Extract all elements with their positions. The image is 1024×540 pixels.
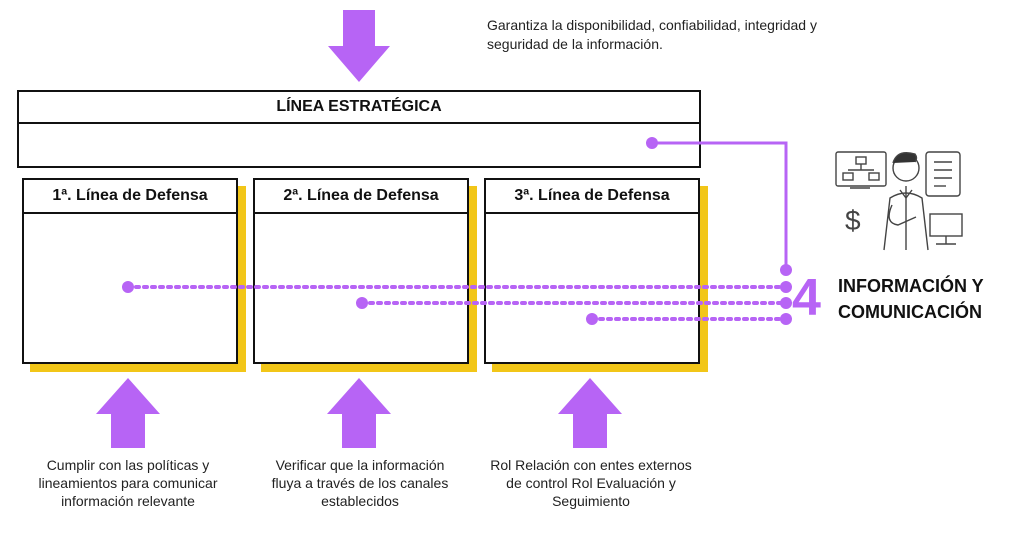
strategic-connector — [652, 141, 788, 270]
second-line-description: Verificar que la información fluya a tra… — [271, 457, 449, 509]
component-label: INFORMACIÓN Y COMUNICACIÓN — [838, 276, 984, 322]
first-line-of-defense: 1ª. Línea de Defensa — [22, 178, 246, 372]
first-line-description: Cumplir con las políticas y lineamientos… — [38, 457, 218, 509]
connector-dot — [780, 264, 792, 276]
line-box: 1ª. Línea de Defensa — [22, 178, 238, 364]
connector-dot — [646, 137, 658, 149]
line-title: 3ª. Línea de Defensa — [486, 180, 698, 214]
up-arrow-icon — [327, 378, 391, 448]
third-line-of-defense: 3ª. Línea de Defensa — [484, 178, 708, 372]
up-arrow-icon — [558, 378, 622, 448]
third-line-description: Rol Relación con entes externos de contr… — [490, 457, 692, 509]
connector-dot — [122, 281, 134, 293]
line-box: 3ª. Línea de Defensa — [484, 178, 700, 364]
line-box: 2ª. Línea de Defensa — [253, 178, 469, 364]
analyst-illustration-icon: $ — [835, 151, 963, 251]
down-arrow-icon — [328, 10, 390, 82]
strategic-line-title: LÍNEA ESTRATÉGICA — [19, 92, 699, 124]
line-title: 1ª. Línea de Defensa — [24, 180, 236, 214]
component-number: 4 — [792, 269, 821, 327]
strategic-line-box: LÍNEA ESTRATÉGICA — [17, 90, 701, 168]
up-arrow-icon — [96, 378, 160, 448]
connector-dot — [780, 281, 792, 293]
second-line-of-defense: 2ª. Línea de Defensa — [253, 178, 477, 372]
connector-dot — [780, 297, 792, 309]
line-title: 2ª. Línea de Defensa — [255, 180, 467, 214]
svg-text:$: $ — [845, 205, 861, 236]
connector-dot — [586, 313, 598, 325]
connector-dot — [356, 297, 368, 309]
top-note: Garantiza la disponibilidad, confiabilid… — [487, 17, 817, 52]
connector-dot — [780, 313, 792, 325]
